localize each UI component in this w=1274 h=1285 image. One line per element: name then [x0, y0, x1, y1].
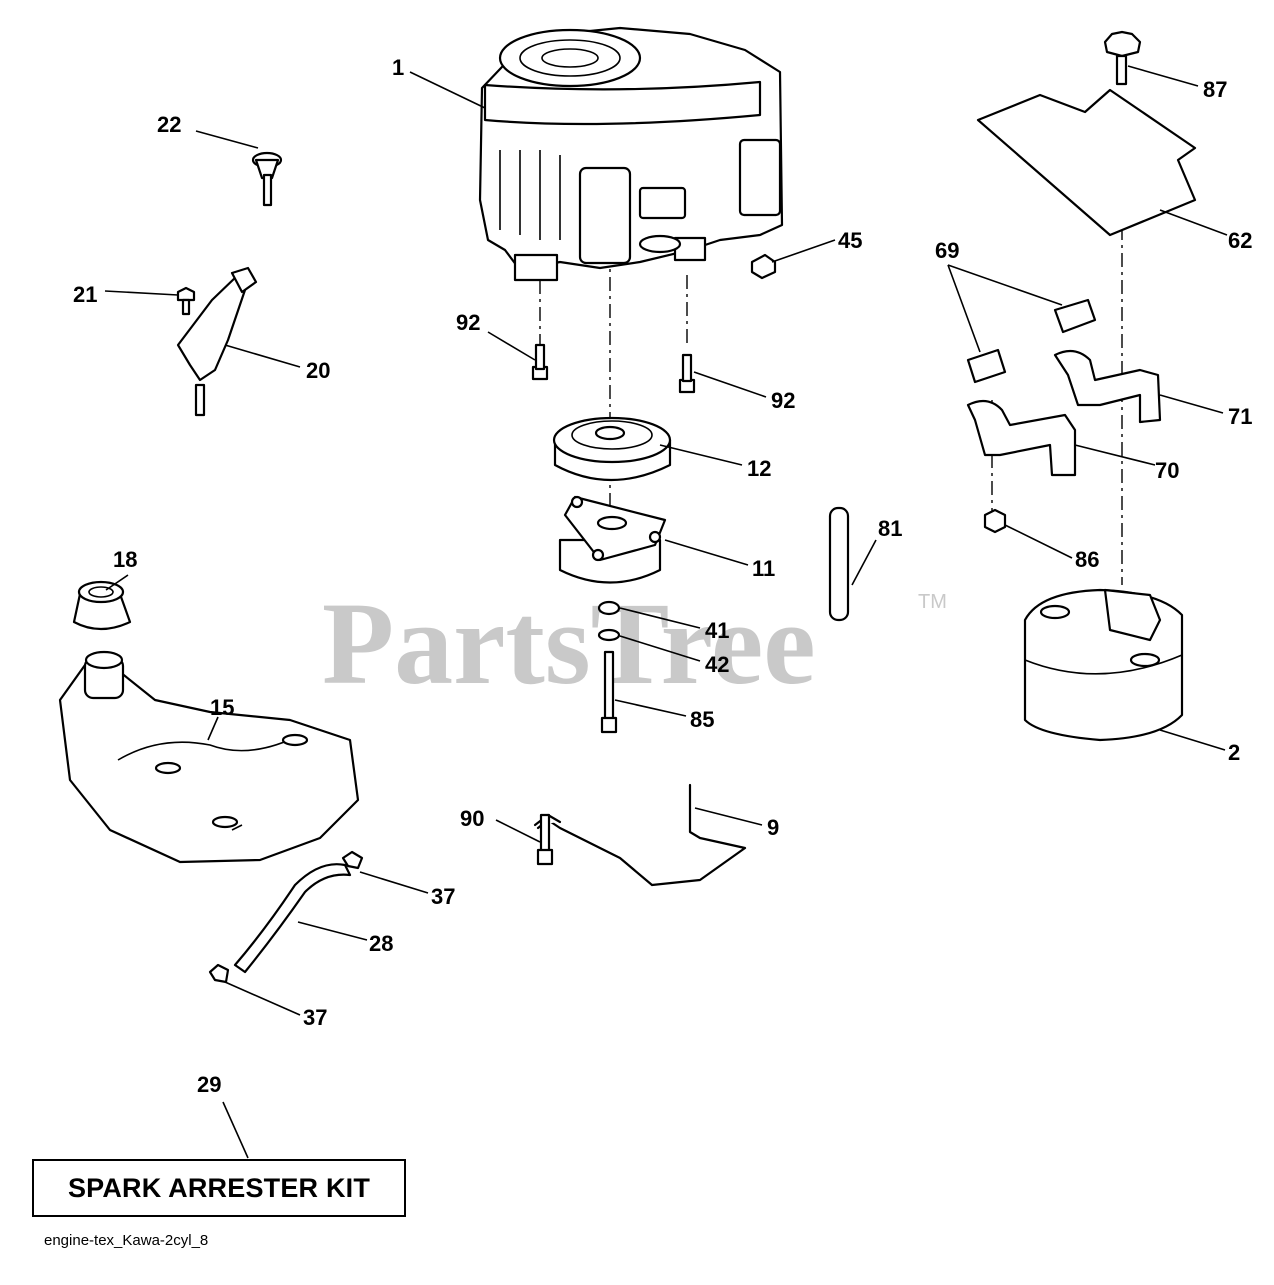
- callout-37-lower: 37: [303, 1005, 327, 1030]
- engine-pulley-part: [552, 416, 672, 482]
- electric-clutch-part: [558, 495, 667, 584]
- callout-11: 11: [752, 556, 775, 581]
- callout-labels: 1 22 87 45 62 69 21 92 20 92 71 12 70 81…: [73, 55, 1252, 1097]
- callout-41: 41: [705, 618, 729, 643]
- callout-71: 71: [1228, 404, 1252, 429]
- exhaust-pipe-70-part: [966, 399, 1077, 477]
- callout-81: 81: [878, 516, 902, 541]
- callout-29: 29: [197, 1072, 221, 1097]
- bracket-screw-part: [176, 286, 196, 316]
- callout-69: 69: [935, 238, 959, 263]
- control-rod-bolt-part: [536, 813, 554, 866]
- gasket-lower-part: [966, 348, 1007, 384]
- callout-92-right: 92: [771, 388, 795, 413]
- muffler-part: [1023, 588, 1184, 742]
- callout-62: 62: [1228, 228, 1252, 253]
- callout-21: 21: [73, 282, 97, 307]
- callout-86: 86: [1075, 547, 1099, 572]
- leader-lines: [104, 65, 1228, 1159]
- clutch-bolt-part: [600, 650, 618, 734]
- engine-bolt-right-part: [678, 353, 696, 394]
- exhaust-pipe-71-part: [1053, 349, 1162, 424]
- callout-85: 85: [690, 707, 714, 732]
- callout-22: 22: [157, 112, 181, 137]
- callout-45: 45: [838, 228, 862, 253]
- callout-87: 87: [1203, 77, 1227, 102]
- oil-drain-plug-part: [750, 239, 836, 280]
- callout-70: 70: [1155, 458, 1179, 483]
- callout-20: 20: [306, 358, 330, 383]
- hose-clamp-upper-part: [341, 850, 364, 870]
- callout-42: 42: [705, 652, 729, 677]
- engine-part: [478, 26, 784, 282]
- spark-arrester-kit-box: SPARK ARRESTER KIT: [32, 1159, 406, 1217]
- watermark-tm: TM: [918, 591, 947, 613]
- callout-1: 1: [392, 55, 404, 80]
- gasket-upper-part: [1053, 298, 1097, 334]
- callout-90: 90: [460, 806, 484, 831]
- watermark-text: PartsTree: [322, 578, 816, 709]
- engine-bolt-left-part: [531, 343, 549, 381]
- washer-42-part: [597, 628, 621, 642]
- callout-9: 9: [767, 815, 779, 840]
- callout-2: 2: [1228, 740, 1240, 765]
- control-rod-part: [536, 783, 747, 887]
- hose-clamp-lower-part: [208, 963, 230, 984]
- fuel-tank-part: [58, 650, 360, 864]
- callout-15: 15: [210, 695, 234, 720]
- diagram-filename: engine-tex_Kawa-2cyl_8: [44, 1232, 209, 1249]
- callout-18: 18: [113, 547, 137, 572]
- callout-37-upper: 37: [431, 884, 455, 909]
- callout-12: 12: [747, 456, 771, 481]
- heat-shield-part: [976, 88, 1197, 237]
- heat-shield-bolt-part: [1103, 30, 1142, 86]
- callout-28: 28: [369, 931, 393, 956]
- washer-41-part: [597, 600, 621, 616]
- exhaust-nut-part: [983, 508, 1007, 534]
- fuel-cap-part: [72, 580, 132, 631]
- fuel-hose-part: [233, 863, 352, 974]
- tube-81-part: [828, 506, 850, 622]
- choke-knob-part: [251, 151, 283, 207]
- callout-92-left: 92: [456, 310, 480, 335]
- throttle-bracket-part: [176, 266, 258, 417]
